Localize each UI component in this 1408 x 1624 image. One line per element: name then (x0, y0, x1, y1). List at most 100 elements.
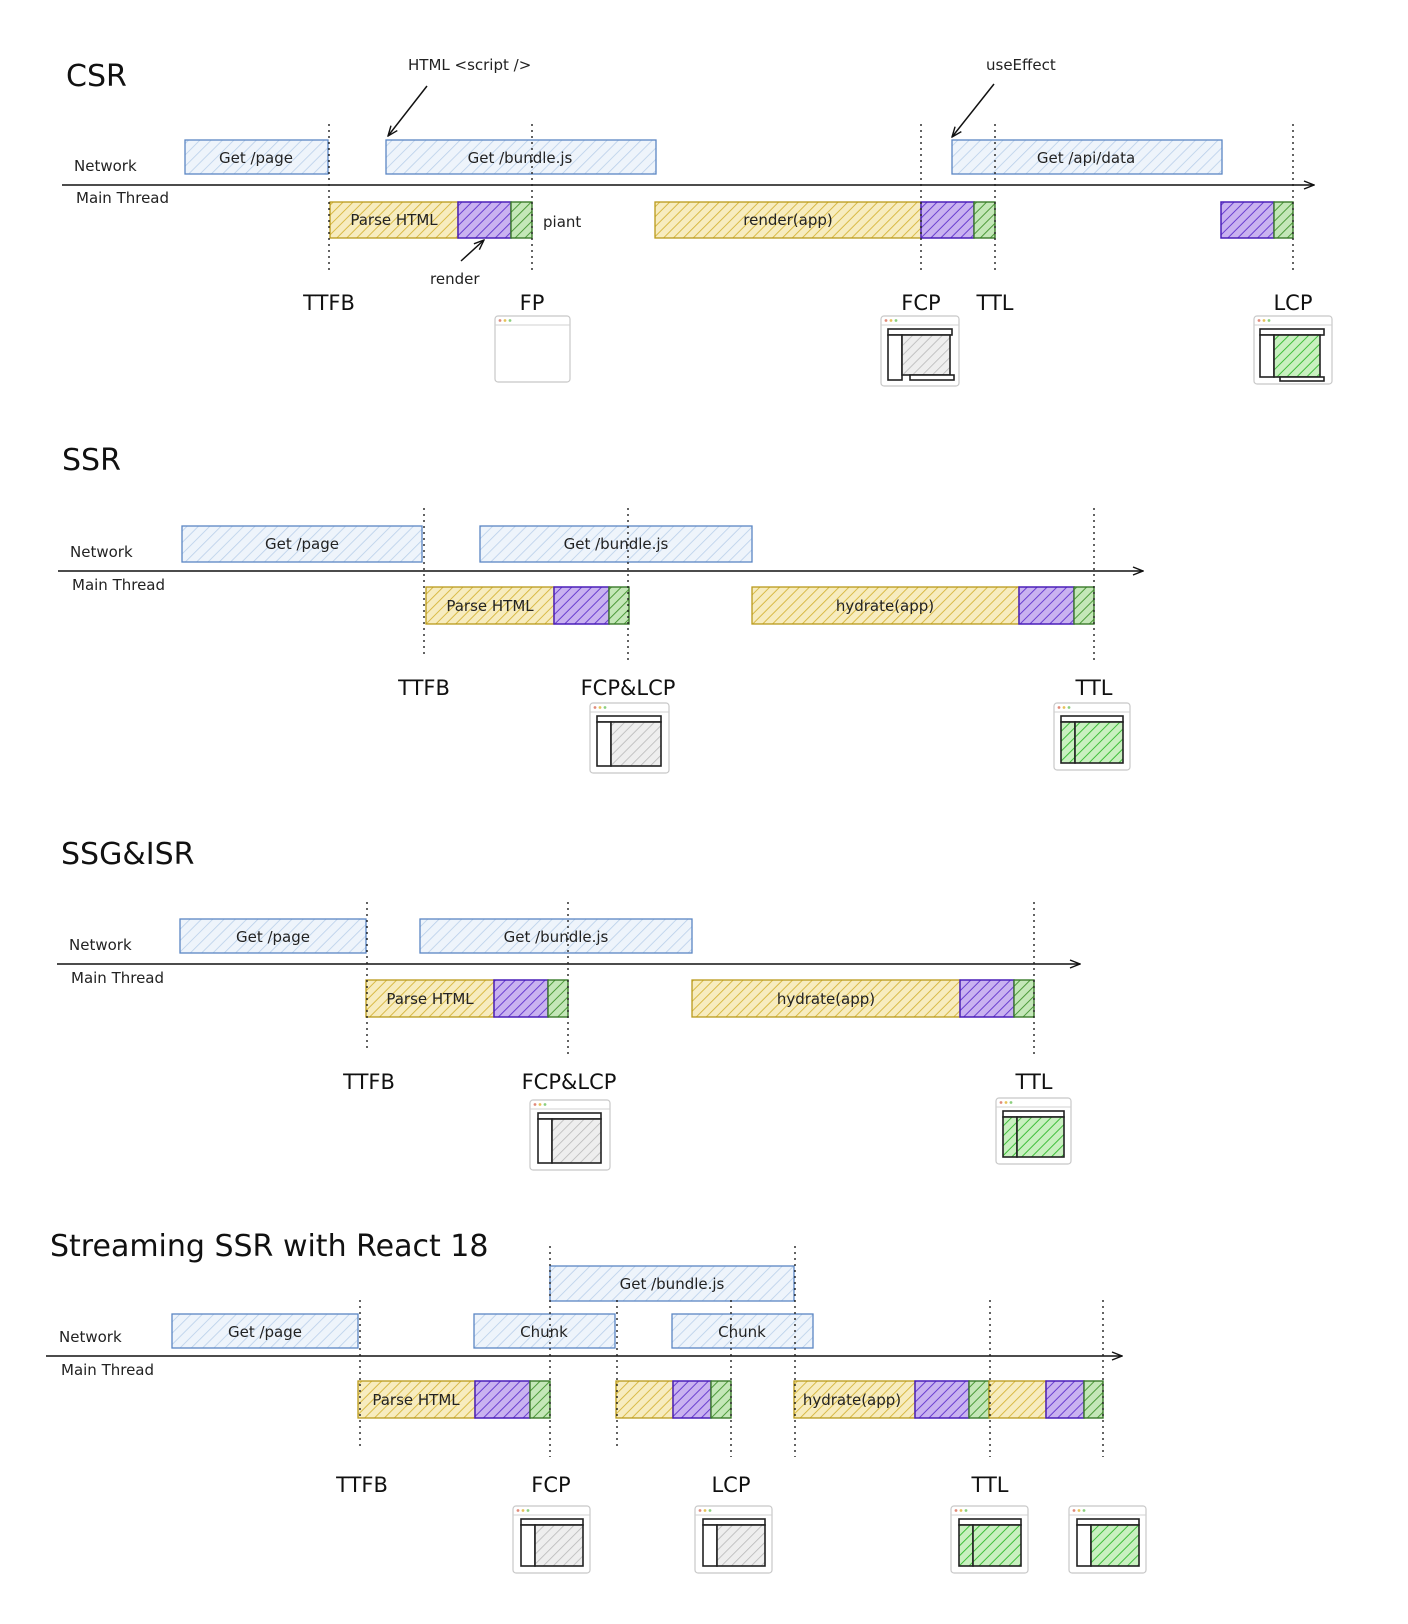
render-block (920, 201, 975, 239)
main-thread-lane-label: Main Thread (76, 189, 169, 207)
milestone-ttfb: TTFB (342, 1070, 395, 1094)
render-block (474, 1380, 531, 1419)
parse-html-label: Parse HTML (386, 990, 474, 1008)
network-bar-label: Chunk (520, 1323, 568, 1341)
milestone-lcp: LCP (1273, 291, 1312, 315)
hydrate-app-bar: hydrate(app) (793, 1380, 916, 1419)
network-bar-label: Get /page (228, 1323, 302, 1341)
network-bar: Chunk (473, 1313, 616, 1349)
paint-block (1013, 979, 1035, 1018)
milestone-fcp-lcp: FCP&LCP (581, 676, 676, 700)
annotation-arrow (460, 240, 484, 262)
section-csr: CSR Network Main Thread Get /page Get /b… (62, 56, 1333, 387)
network-bar-label: Get /page (219, 149, 293, 167)
page-thumbnail-complete (1253, 315, 1333, 385)
network-bar-label: Get /page (265, 535, 339, 553)
hydrate-app-label: hydrate(app) (777, 990, 875, 1008)
milestone-ttl: TTL (1075, 676, 1113, 700)
paint-block (529, 1380, 551, 1419)
render-block (1018, 586, 1075, 625)
annotation-script: HTML <script /> (408, 56, 531, 74)
annotation-arrow (388, 85, 428, 136)
paint-block (968, 1380, 990, 1419)
network-bar-label: Get /page (236, 928, 310, 946)
network-lane-label: Network (74, 157, 137, 175)
network-bar: Get /bundle.js (549, 1265, 795, 1302)
milestone-fcp-lcp: FCP&LCP (522, 1070, 617, 1094)
paint-block (608, 586, 630, 625)
section-title: CSR (66, 59, 127, 94)
hydrate-app-bar: hydrate(app) (751, 586, 1020, 625)
page-thumbnail-complete (1068, 1505, 1147, 1574)
page-thumbnail-content (694, 1505, 773, 1574)
paint-block (1083, 1380, 1104, 1419)
milestone-fcp: FCP (531, 1473, 570, 1497)
section-title: SSR (62, 443, 121, 478)
network-lane-label: Network (59, 1328, 122, 1346)
network-bar: Get /page (184, 139, 329, 175)
hydrate-app-label: hydrate(app) (836, 597, 934, 615)
network-bar-label: Get /bundle.js (468, 149, 573, 167)
render-app-bar: render(app) (654, 201, 922, 239)
render-app-label: render(app) (743, 211, 832, 229)
milestone-ttfb: TTFB (302, 291, 355, 315)
network-bar: Get /page (179, 918, 367, 954)
milestone-ttl: TTL (976, 291, 1014, 315)
milestone-ttl: TTL (971, 1473, 1009, 1497)
render-block (493, 979, 549, 1018)
network-bar: Get /page (181, 525, 423, 563)
network-lane-label: Network (69, 936, 132, 954)
annotation-arrow (952, 83, 995, 137)
paint-block (1273, 201, 1294, 239)
render-block (553, 586, 610, 625)
parse-html-bar: Parse HTML (329, 201, 459, 239)
render-block (672, 1380, 712, 1419)
paint-block (710, 1380, 732, 1419)
paint-block (547, 979, 569, 1018)
parse-html-bar: Parse HTML (365, 979, 495, 1018)
network-bar-label: Get /bundle.js (620, 1275, 725, 1293)
section-ssg-isr: SSG&ISR Network Main Thread Get /page Ge… (57, 837, 1080, 1171)
parse-html-bar: Parse HTML (357, 1380, 476, 1419)
milestone-fp: FP (520, 291, 545, 315)
page-thumbnail-complete (1053, 702, 1131, 771)
hydrate-app-bar: hydrate(app) (691, 979, 961, 1018)
network-bar-label: Get /bundle.js (564, 535, 669, 553)
parse-html-label: Parse HTML (446, 597, 534, 615)
milestone-ttfb: TTFB (397, 676, 450, 700)
network-bar: Get /bundle.js (479, 525, 753, 563)
page-thumbnail-complete (950, 1505, 1029, 1574)
hydrate-app-label: hydrate(app) (803, 1391, 901, 1409)
page-thumbnail-content (589, 702, 670, 774)
page-thumbnail-complete (995, 1097, 1072, 1165)
paint-block (510, 201, 533, 239)
page-thumbnail-content (880, 315, 960, 387)
milestone-ttfb: TTFB (335, 1473, 388, 1497)
network-bar: Get /api/data (951, 139, 1223, 175)
paint-block (1073, 586, 1095, 625)
section-title: Streaming SSR with React 18 (50, 1229, 488, 1264)
render-block (914, 1380, 970, 1419)
network-bar-label: Get /bundle.js (504, 928, 609, 946)
section-title: SSG&ISR (61, 837, 194, 872)
parse-html-label: Parse HTML (372, 1391, 460, 1409)
page-thumbnail-content (512, 1505, 591, 1574)
section-streaming-ssr: Streaming SSR with React 18 Network Main… (46, 1229, 1147, 1574)
network-bar: Get /page (171, 1313, 359, 1349)
network-bar: Get /bundle.js (419, 918, 693, 954)
render-block (1220, 201, 1275, 239)
parse-html-label: Parse HTML (350, 211, 438, 229)
page-thumbnail-content (529, 1099, 611, 1171)
milestone-fcp: FCP (901, 291, 940, 315)
main-thread-lane-label: Main Thread (72, 576, 165, 594)
annotation-paint: piant (543, 213, 581, 231)
annotation-render: render (430, 270, 480, 288)
annotation-useeffect: useEffect (986, 56, 1056, 74)
main-thread-lane-label: Main Thread (61, 1361, 154, 1379)
network-bar: Get /bundle.js (385, 139, 657, 175)
section-ssr: SSR Network Main Thread Get /page Get /b… (58, 443, 1143, 774)
render-block (1045, 1380, 1085, 1419)
milestone-ttl: TTL (1015, 1070, 1053, 1094)
hydrate-continued-block (988, 1380, 1047, 1419)
